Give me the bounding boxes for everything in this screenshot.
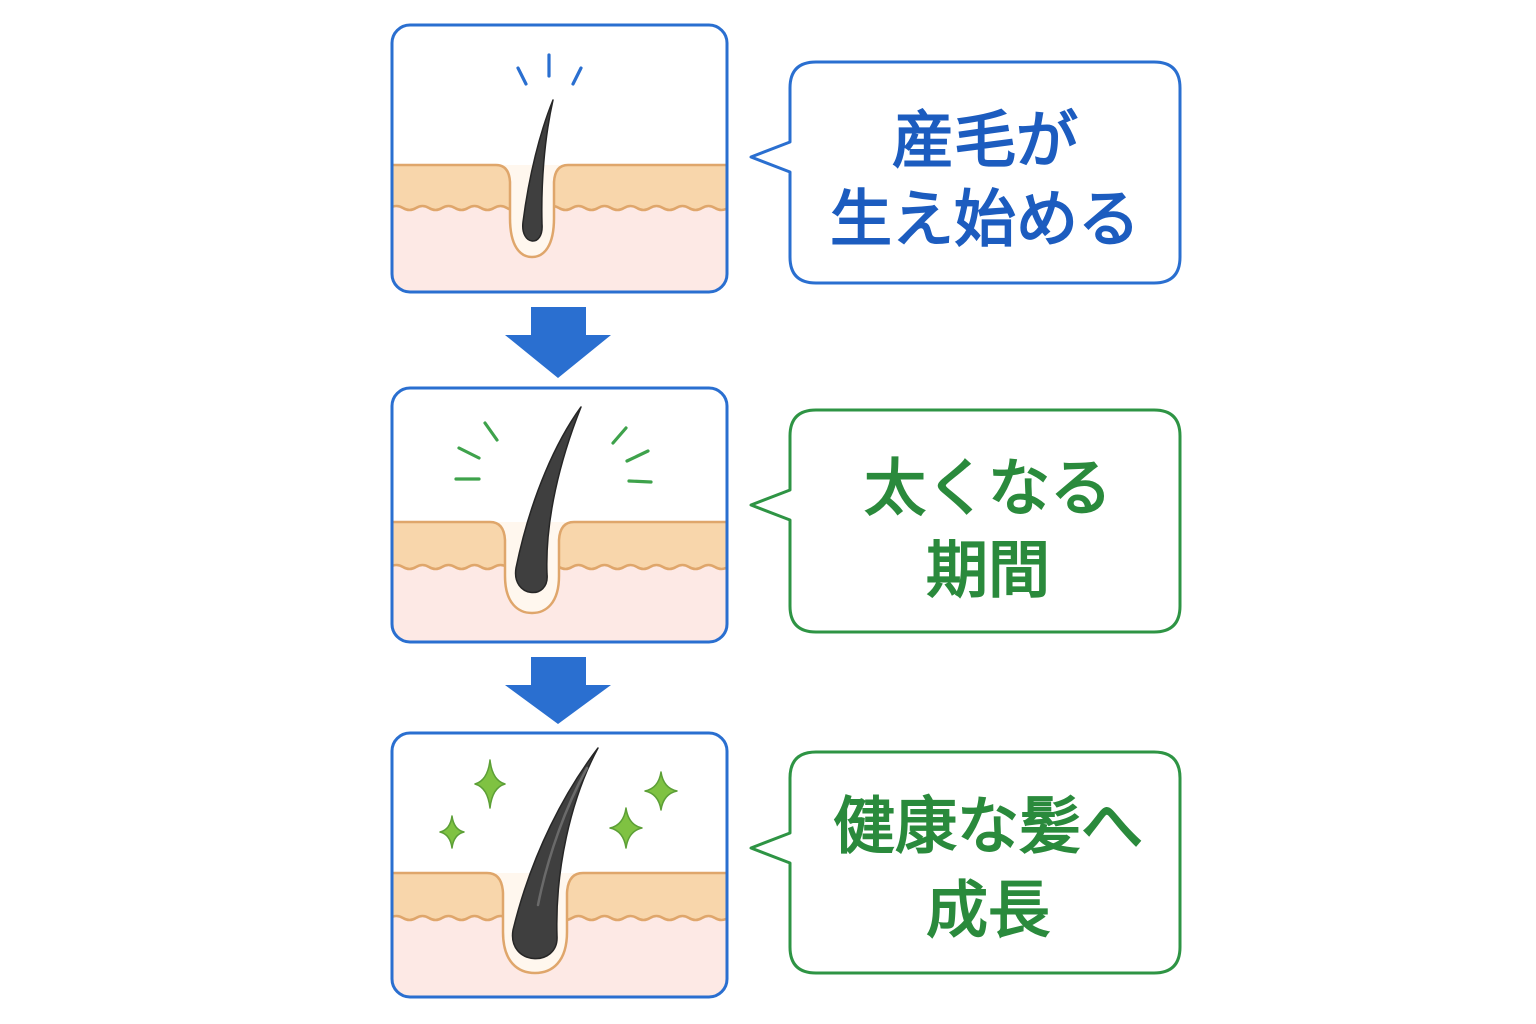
skin-cross-section bbox=[393, 734, 726, 996]
caption-line-2: 生え始める bbox=[830, 183, 1140, 256]
emphasis-line bbox=[483, 421, 499, 442]
caption-line-2: 期間 bbox=[926, 534, 1050, 607]
hair-highlight bbox=[536, 766, 589, 907]
panel-frame bbox=[390, 386, 729, 644]
caption-line-1: 産毛が bbox=[892, 104, 1078, 177]
stage-1: 産毛が 生え始める bbox=[390, 23, 1182, 294]
skin-layer-boundary bbox=[393, 563, 726, 571]
caption-line-2: 成長 bbox=[926, 874, 1051, 947]
stage-3-caption-bubble: 健康な髪へ 成長 bbox=[749, 750, 1182, 975]
hair-follicle bbox=[393, 163, 726, 259]
skin-lower-layer bbox=[393, 916, 726, 996]
caption-line-1: 健康な髪へ bbox=[833, 790, 1143, 863]
emphasis-lines-icon bbox=[454, 421, 653, 484]
emphasis-line bbox=[457, 446, 481, 460]
skin-lower-layer bbox=[393, 565, 726, 641]
emphasis-line bbox=[625, 449, 650, 463]
stage-3-illustration-panel bbox=[390, 731, 729, 999]
skin-cross-section bbox=[393, 389, 726, 641]
stage-2-caption-bubble: 太くなる 期間 bbox=[749, 408, 1182, 634]
panel-frame bbox=[390, 731, 729, 999]
sparkle bbox=[439, 815, 465, 849]
sparkle bbox=[609, 807, 643, 849]
panel-frame bbox=[390, 23, 729, 294]
skin-lower-layer bbox=[393, 206, 726, 291]
sparkle-icon bbox=[439, 759, 678, 849]
emphasis-line bbox=[516, 66, 528, 86]
down-arrow-icon bbox=[505, 307, 611, 378]
speech-bubble bbox=[749, 408, 1182, 634]
stage-3: 健康な髪へ 成長 bbox=[390, 731, 1182, 999]
stage-2-illustration-panel bbox=[390, 386, 729, 644]
caption-line-1: 太くなる bbox=[864, 452, 1112, 525]
speech-bubble bbox=[749, 60, 1182, 285]
sparkle bbox=[474, 759, 506, 809]
hair-strand bbox=[522, 99, 554, 242]
stage-1-illustration-panel bbox=[390, 23, 729, 294]
speech-bubble bbox=[749, 750, 1182, 975]
hair-strand bbox=[514, 406, 582, 594]
stage-1-caption-bubble: 産毛が 生え始める bbox=[749, 60, 1182, 285]
emphasis-lines-icon bbox=[516, 53, 583, 86]
skin-layer-boundary bbox=[393, 204, 726, 212]
hair-follicle bbox=[393, 520, 726, 615]
down-arrow-icon bbox=[505, 657, 611, 724]
emphasis-line bbox=[627, 479, 653, 484]
emphasis-line bbox=[571, 66, 583, 86]
stage-2: 太くなる 期間 bbox=[390, 386, 1182, 644]
sparkle bbox=[644, 771, 678, 811]
skin-cross-section bbox=[393, 26, 726, 291]
hair-follicle bbox=[393, 871, 726, 975]
hair-strand bbox=[511, 747, 599, 960]
emphasis-line bbox=[611, 426, 628, 445]
